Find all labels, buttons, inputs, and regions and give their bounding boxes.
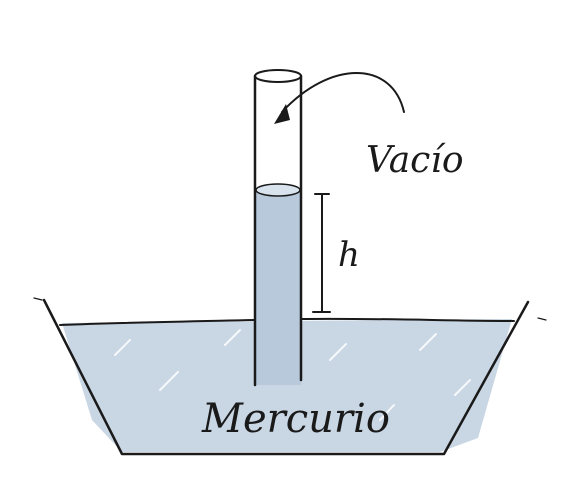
tube-mercury-column — [256, 190, 301, 385]
basin-mercury-fill — [62, 319, 512, 452]
mercury-meniscus — [255, 183, 301, 197]
tube-closed-top — [254, 69, 302, 83]
height-bracket — [312, 193, 331, 313]
vacuum-arrow — [281, 72, 405, 113]
vacuum-label: Vacío — [366, 140, 464, 181]
vacuum-arrowhead — [274, 104, 290, 124]
mercury-label: Mercurio — [201, 396, 390, 442]
basin-right-tick — [537, 317, 547, 321]
height-label: h — [338, 235, 360, 275]
mercury-highlights — [114, 329, 471, 421]
basin-left-tick — [33, 297, 43, 301]
basin-outline — [42, 298, 530, 456]
